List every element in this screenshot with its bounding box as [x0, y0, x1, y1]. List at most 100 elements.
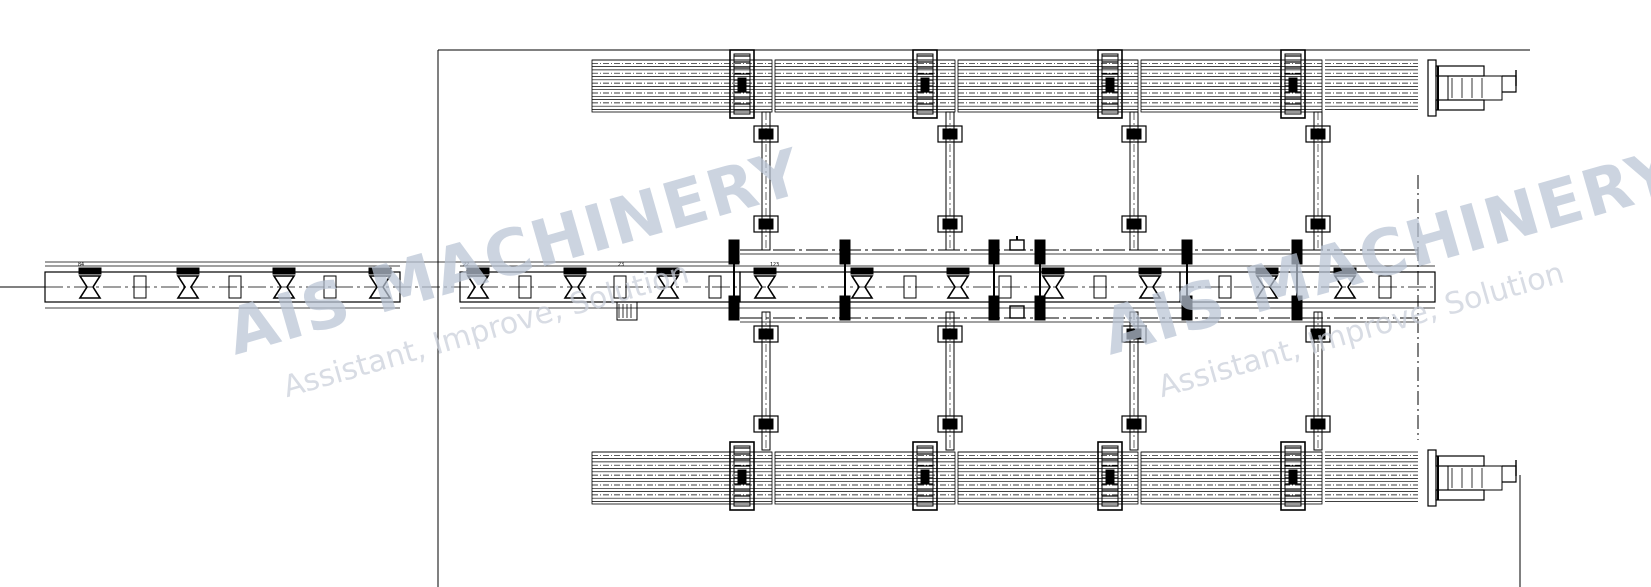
station-body	[1447, 75, 1503, 101]
rack-support-top-1	[729, 49, 755, 119]
conveyor-block-2	[228, 275, 242, 299]
arm-bracket-core	[1310, 218, 1326, 230]
roller-tag-3: 23	[618, 262, 624, 268]
watermark-layer: AIS MACHINERY Assistant, Improve, Soluti…	[219, 135, 1651, 405]
roller-cap	[176, 267, 200, 275]
arm-bracket	[937, 325, 963, 343]
arm-bracket-core	[758, 218, 774, 230]
arm-bracket-core	[758, 128, 774, 140]
station-arm-lower	[1435, 489, 1485, 501]
station-hook	[1502, 75, 1517, 93]
rack-outline	[1140, 59, 1323, 113]
conveyor-roller-1	[78, 267, 102, 299]
rack-support-bottom-2	[912, 441, 938, 511]
kicker-upper	[1034, 239, 1046, 265]
conveyor-roller-13	[1255, 267, 1279, 299]
rack-support-frame	[1280, 441, 1306, 511]
conveyor-roller-4	[368, 267, 392, 299]
roller-cap	[753, 267, 777, 275]
arm-bracket	[753, 325, 779, 343]
rack-support-inner	[1101, 445, 1119, 507]
arm-bracket	[1121, 325, 1147, 343]
roller-cap	[563, 267, 587, 275]
transfer-arm-top-4	[1305, 111, 1331, 251]
conveyor-block-6	[708, 275, 722, 299]
rack-support-bottom-4	[1280, 441, 1306, 511]
roller-body	[850, 275, 874, 299]
kicker-unit-5	[1181, 239, 1193, 321]
arm-bracket	[1121, 125, 1147, 143]
roller-cap	[656, 267, 680, 275]
arm-bracket	[937, 215, 963, 233]
roller-cap	[850, 267, 874, 275]
conveyor-roller-11	[1041, 267, 1065, 299]
roller-body	[272, 275, 296, 299]
conveyor-roller-12	[1138, 267, 1162, 299]
arm-bracket	[1305, 215, 1331, 233]
arm-bracket	[1121, 415, 1147, 433]
storage-rack-bottom-end	[1325, 451, 1418, 502]
arm-bracket	[753, 125, 779, 143]
gear-lower	[1009, 305, 1025, 319]
kicker-lower	[1034, 295, 1046, 321]
rack-outline	[1140, 451, 1323, 505]
arm-bracket-core	[942, 218, 958, 230]
rack-support-inner	[1284, 53, 1302, 115]
roller-cap	[78, 267, 102, 275]
rack-outline	[957, 451, 1139, 505]
station-arm-upper	[1435, 455, 1485, 467]
kicker-upper	[988, 239, 1000, 265]
roller-cap	[1255, 267, 1279, 275]
conveyor-block-11	[1378, 275, 1392, 299]
rack-support-inner	[733, 53, 751, 115]
kicker-lower	[988, 295, 1000, 321]
rack-support-frame	[729, 441, 755, 511]
conveyor-roller-14	[1333, 267, 1357, 299]
rack-support-frame	[1280, 49, 1306, 119]
transfer-arm-top-3	[1121, 111, 1147, 251]
arm-bracket	[937, 125, 963, 143]
rack-outline	[774, 59, 956, 113]
conveyor-block-10	[1218, 275, 1232, 299]
transfer-arm-bottom-3	[1121, 311, 1147, 451]
roller-cap	[272, 267, 296, 275]
rack-support-block	[1288, 77, 1298, 93]
roller-body	[176, 275, 200, 299]
conveyor-roller-3	[272, 267, 296, 299]
transfer-arm-top-2	[937, 111, 963, 251]
arm-bracket-core	[1126, 418, 1142, 430]
arm-bracket-core	[1310, 328, 1326, 340]
rack-support-frame	[912, 441, 938, 511]
conveyor-bed-1	[44, 271, 401, 303]
conveyor-bed-4	[1179, 271, 1436, 303]
roller-tag-1: 84	[78, 262, 84, 268]
rack-support-block	[1105, 77, 1115, 93]
kicker-unit-2	[839, 239, 851, 321]
rack-support-block	[737, 77, 747, 93]
arm-bracket-core	[942, 418, 958, 430]
storage-rack-top-2	[774, 59, 956, 113]
conveyor-roller-9	[850, 267, 874, 299]
conveyor-block-3	[323, 275, 337, 299]
conveyor-block-8	[998, 275, 1012, 299]
gear-upper	[1009, 239, 1025, 251]
transfer-arm-bottom-2	[937, 311, 963, 451]
rack-outline	[591, 451, 773, 505]
storage-rack-bottom-3	[957, 451, 1139, 505]
station-hook	[1502, 465, 1517, 483]
roller-body	[753, 275, 777, 299]
rack-support-inner	[1101, 53, 1119, 115]
watermark-right: AIS MACHINERY Assistant, Improve, Soluti…	[1094, 135, 1651, 405]
conveyor-block-4	[518, 275, 532, 299]
station-arm-upper	[1435, 65, 1485, 77]
arm-bracket-core	[942, 128, 958, 140]
transfer-arms	[753, 111, 1331, 451]
roller-cap	[1138, 267, 1162, 275]
arm-bracket-core	[1126, 328, 1142, 340]
roller-body	[656, 275, 680, 299]
roller-body	[563, 275, 587, 299]
roller-body	[1255, 275, 1279, 299]
unloading-station-bottom	[1427, 449, 1517, 507]
